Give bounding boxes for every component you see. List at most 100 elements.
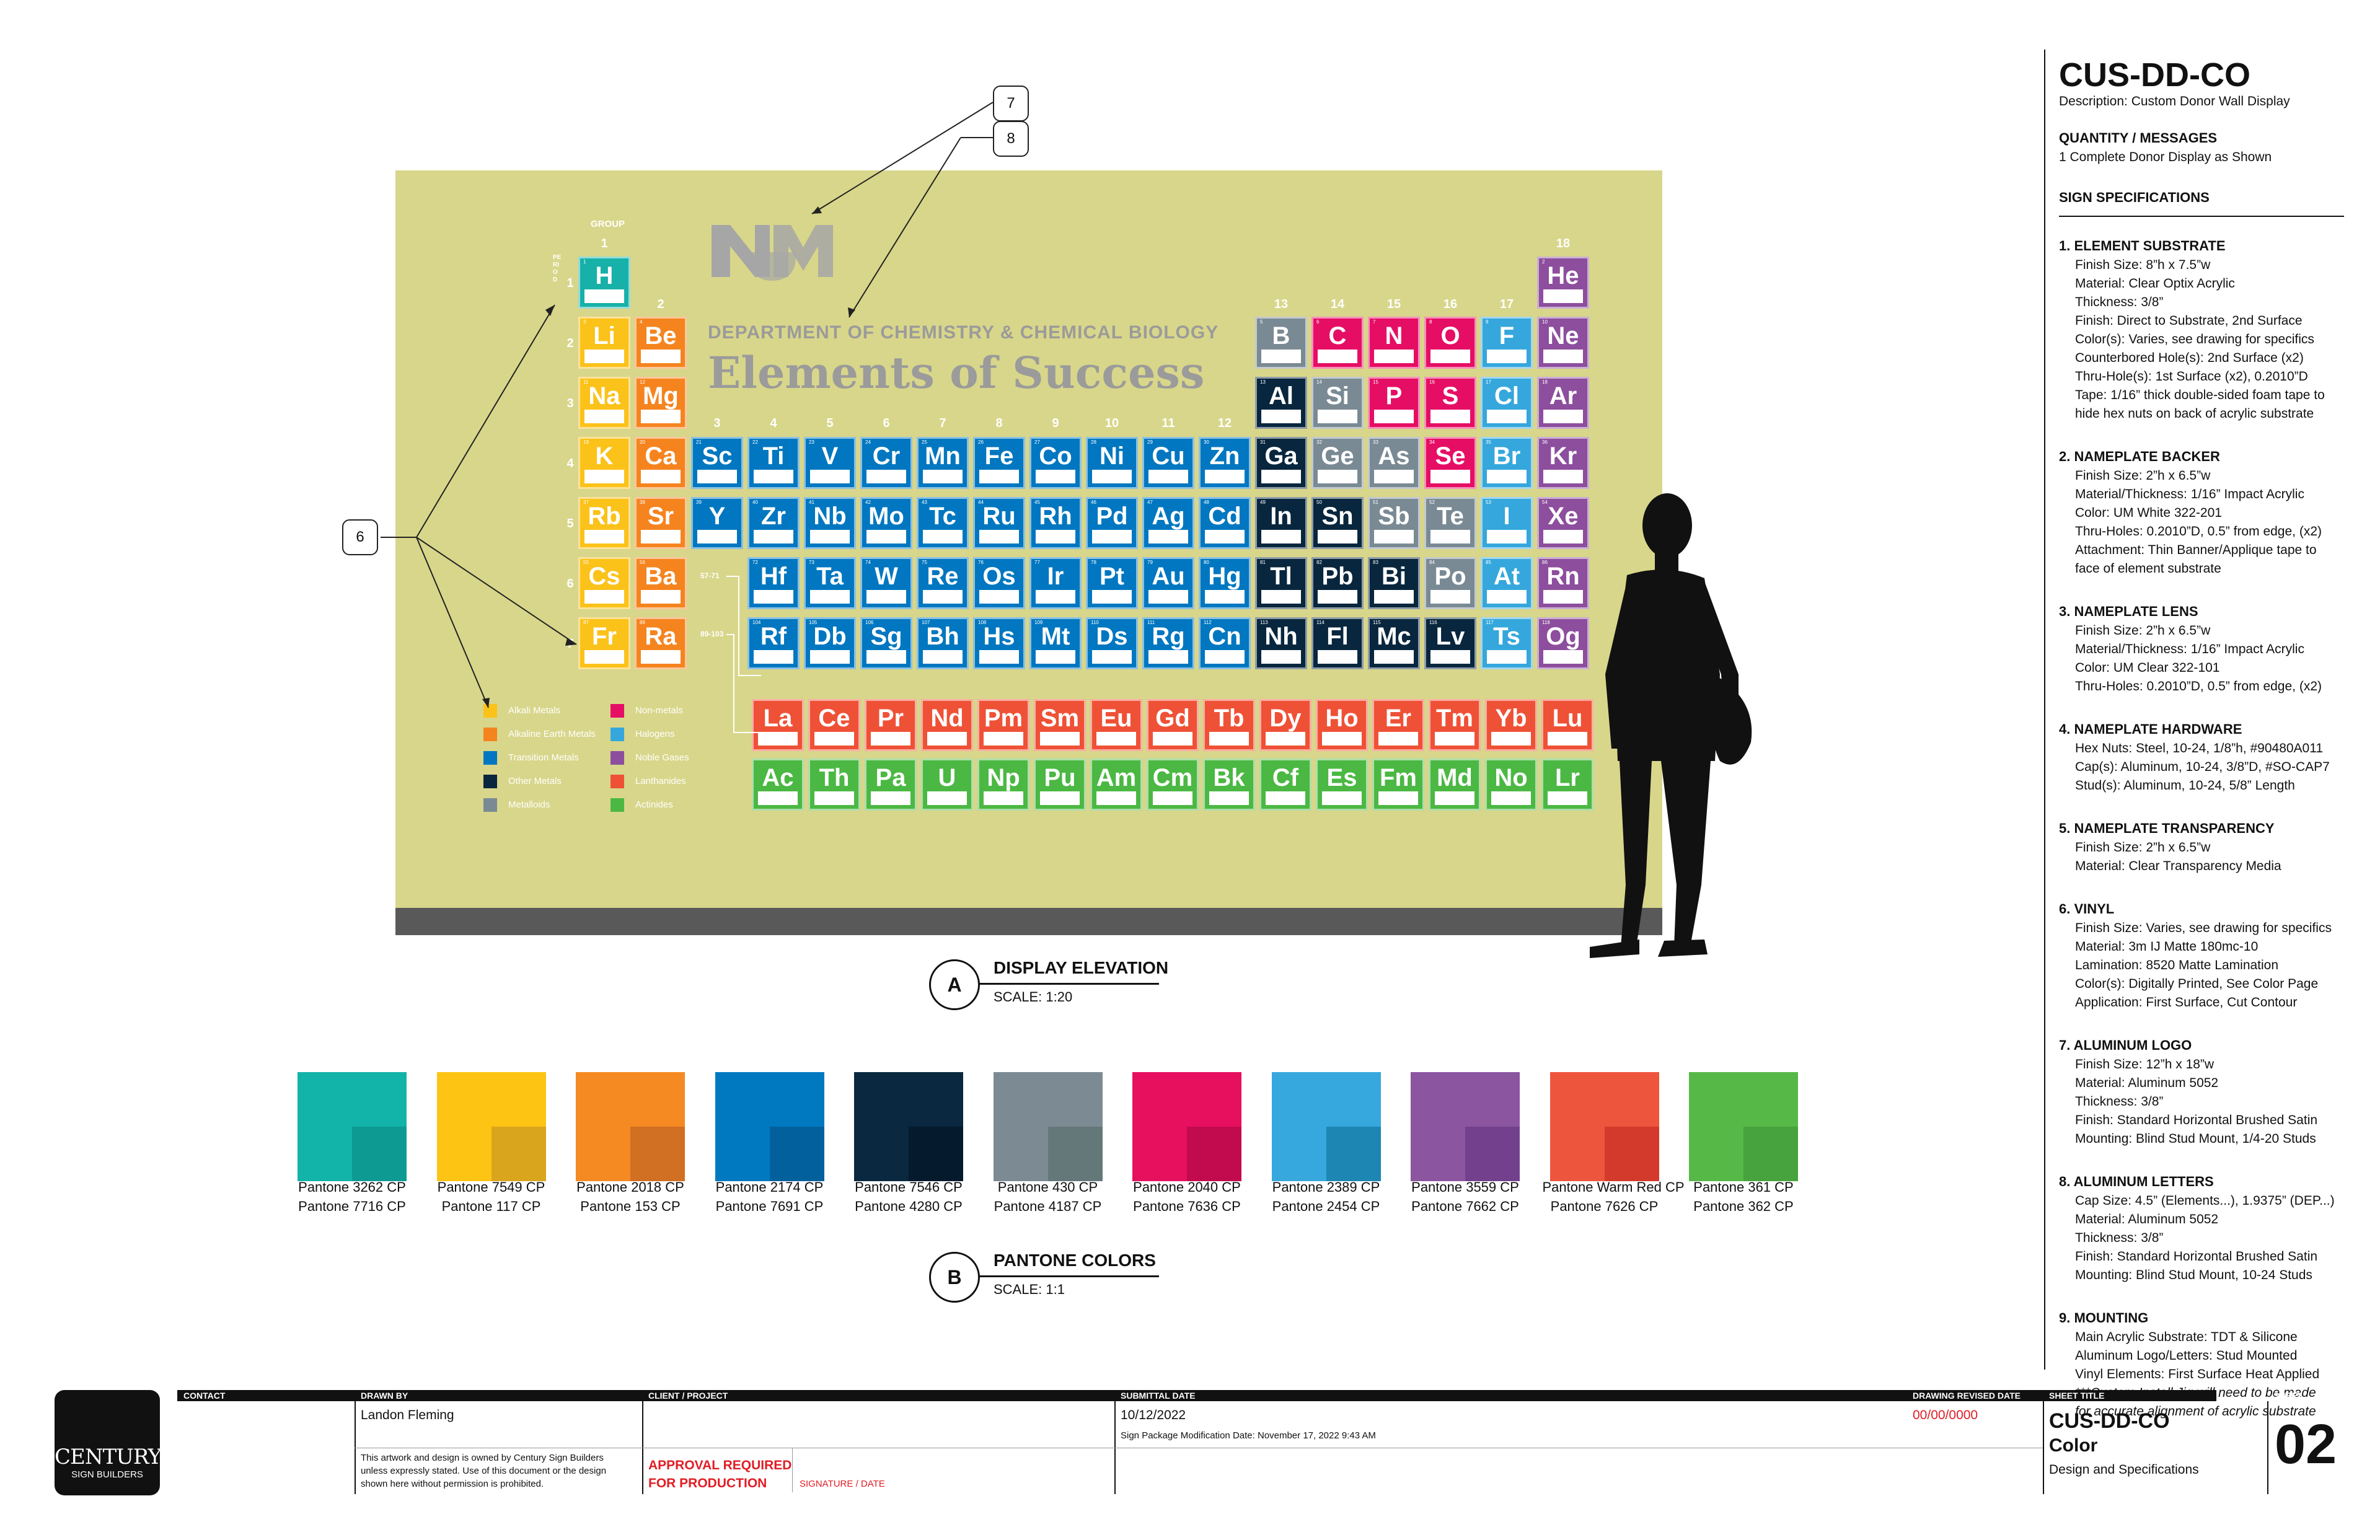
element-symbol: Fm bbox=[1380, 764, 1417, 791]
nameplate bbox=[866, 590, 906, 604]
sheet-subtitle: Design and Specifications bbox=[2049, 1463, 2199, 1477]
element-symbol: Cm bbox=[1152, 764, 1193, 791]
atomic-number: 27 bbox=[1034, 439, 1040, 445]
element-symbol: Pd bbox=[1096, 503, 1128, 530]
legend-label: Alkali Metals bbox=[508, 705, 561, 716]
element-symbol: Ac bbox=[762, 764, 794, 791]
element-symbol: Og bbox=[1546, 623, 1580, 650]
element-symbol: Ta bbox=[816, 563, 844, 590]
nameplate bbox=[979, 470, 1019, 483]
element-symbol: Tc bbox=[929, 503, 956, 530]
legend-swatch bbox=[610, 728, 624, 741]
atomic-number: 110 bbox=[1091, 620, 1099, 625]
nameplate bbox=[1548, 791, 1587, 805]
legend-label: Other Metals bbox=[508, 776, 562, 786]
group-label: 2 bbox=[657, 297, 664, 311]
element-symbol: Lv bbox=[1435, 623, 1465, 650]
nameplate bbox=[1092, 470, 1132, 483]
atomic-number: 31 bbox=[1260, 439, 1266, 445]
atomic-number: 84 bbox=[1429, 560, 1435, 565]
nameplate bbox=[866, 530, 906, 543]
spec-line: Material: Aluminum 5052 bbox=[2075, 1212, 2219, 1226]
logo-brand-big: CENTURY bbox=[55, 1445, 162, 1469]
nameplate bbox=[979, 650, 1019, 664]
pantone-swatch-inner bbox=[630, 1127, 685, 1181]
element-tile: Sm bbox=[1034, 699, 1086, 751]
spec-line: Mounting: Blind Stud Mount, 1/4-20 Studs bbox=[2075, 1132, 2316, 1146]
element-symbol: Os bbox=[982, 563, 1016, 590]
nameplate bbox=[1430, 530, 1470, 543]
nameplate bbox=[1548, 732, 1587, 746]
element-symbol: Y bbox=[708, 503, 726, 530]
nameplate bbox=[641, 470, 681, 483]
nameplate bbox=[814, 732, 854, 746]
atomic-number: 109 bbox=[1034, 620, 1043, 625]
atomic-number: 49 bbox=[1260, 499, 1266, 505]
element-symbol: Rg bbox=[1152, 623, 1185, 650]
element-tile: Pr bbox=[865, 699, 917, 751]
nameplate bbox=[1487, 650, 1527, 664]
quantity-header: QUANTITY / MESSAGES bbox=[2059, 130, 2218, 146]
legend-swatch bbox=[483, 775, 497, 788]
element-symbol: La bbox=[763, 705, 793, 732]
group-label: 5 bbox=[826, 416, 834, 430]
atomic-number: 81 bbox=[1260, 560, 1266, 565]
spec-section-heading: 1. ELEMENT SUBSTRATE bbox=[2059, 238, 2226, 253]
nameplate bbox=[979, 530, 1019, 543]
atomic-number: 32 bbox=[1316, 439, 1322, 445]
nameplate bbox=[1374, 650, 1414, 664]
lanthanide-ref-label: 57-71 bbox=[700, 571, 720, 580]
atomic-number: 47 bbox=[1147, 499, 1153, 505]
element-symbol: Lr bbox=[1555, 764, 1580, 791]
element-symbol: I bbox=[1503, 503, 1510, 530]
element-symbol: Er bbox=[1385, 705, 1412, 732]
element-symbol: Es bbox=[1326, 764, 1357, 791]
element-symbol: Mc bbox=[1377, 623, 1411, 650]
spec-divider bbox=[2059, 216, 2344, 217]
legal-notice: This artwork and design is owned by Cent… bbox=[361, 1453, 607, 1489]
nameplate bbox=[1092, 650, 1132, 664]
nameplate bbox=[1036, 590, 1075, 604]
nameplate bbox=[866, 470, 906, 483]
element-tile: Lr bbox=[1541, 759, 1593, 811]
element-symbol: Th bbox=[819, 764, 850, 791]
nameplate bbox=[1318, 410, 1357, 423]
spec-line: Material/Thickness: 1/16” Impact Acrylic bbox=[2075, 642, 2304, 656]
spec-section-heading: 7. ALUMINUM LOGO bbox=[2059, 1037, 2192, 1053]
element-symbol: Nd bbox=[930, 705, 964, 732]
element-tile: Bk bbox=[1203, 759, 1255, 811]
element-symbol: Na bbox=[588, 382, 620, 410]
group-label: 17 bbox=[1499, 297, 1514, 311]
signature-date-field[interactable]: SIGNATURE / DATE bbox=[800, 1479, 885, 1489]
nameplate bbox=[984, 732, 1023, 746]
revised-date-value: 00/00/0000 bbox=[1913, 1408, 1978, 1422]
nameplate bbox=[1378, 791, 1418, 805]
nameplate bbox=[1036, 650, 1075, 664]
submittal-date-value: 10/12/2022 bbox=[1121, 1408, 1186, 1422]
legend-swatch bbox=[610, 751, 624, 765]
view-b-rule bbox=[979, 1275, 1159, 1277]
element-symbol: Ca bbox=[645, 442, 677, 470]
element-symbol: Al bbox=[1269, 382, 1294, 410]
nameplate bbox=[1261, 470, 1301, 483]
atomic-number: 117 bbox=[1486, 620, 1494, 625]
element-symbol: Ru bbox=[982, 503, 1016, 530]
element-symbol: Pt bbox=[1100, 563, 1124, 590]
actinide-ref-label: 89-103 bbox=[700, 630, 724, 638]
nameplate bbox=[754, 590, 793, 604]
nameplate bbox=[1374, 590, 1414, 604]
